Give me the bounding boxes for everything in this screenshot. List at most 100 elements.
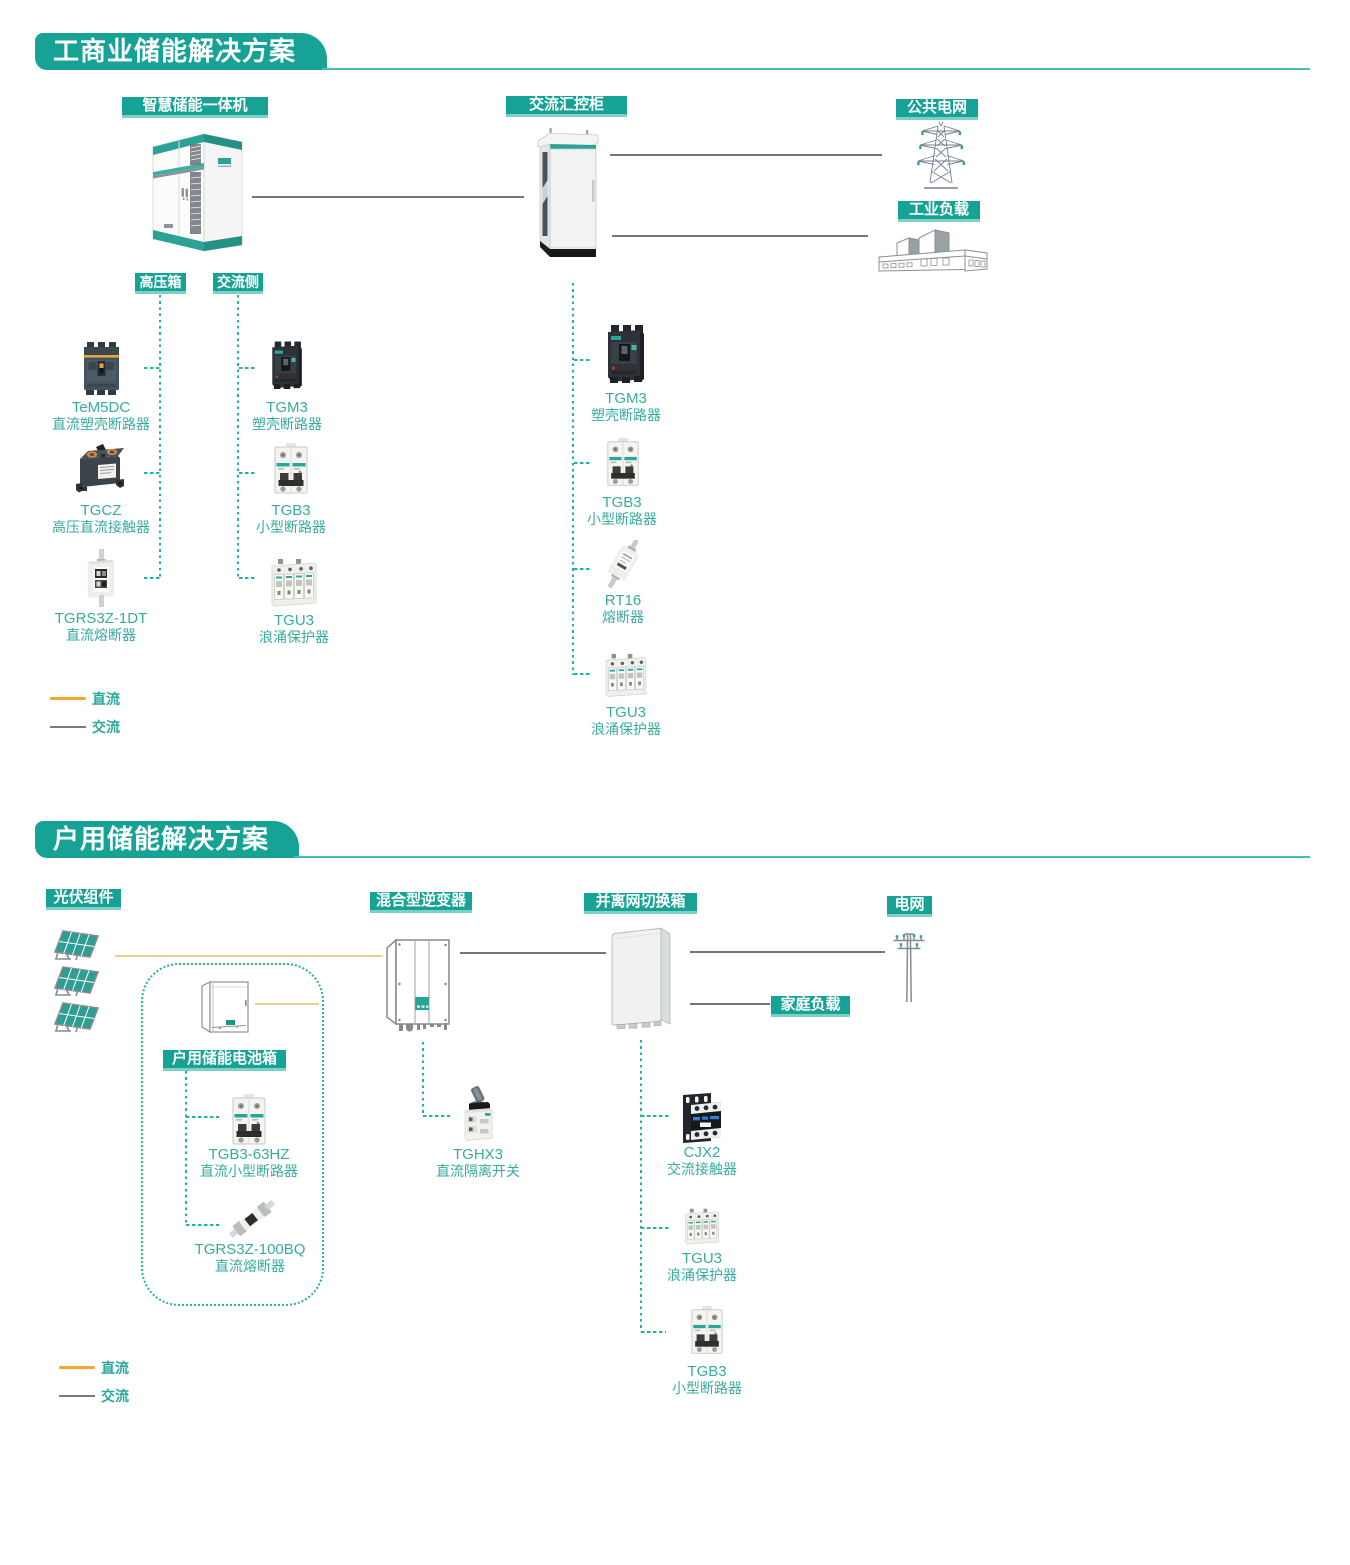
stub-tgrs3z-1dt [144, 577, 160, 579]
label-inverter: 混合型逆变器 [370, 892, 472, 913]
product-image-tgu3-b [270, 558, 318, 611]
label-pv: 光伏组件 [46, 889, 121, 910]
dotted-line-ac-side [237, 295, 239, 579]
legend-dc-label: 直流 [101, 1360, 129, 1376]
line-accabinet-to-load [612, 235, 868, 237]
product-image-rt16 [608, 540, 638, 589]
product-image-tgu3-f [683, 1208, 721, 1248]
switch-box-image [609, 926, 673, 1032]
section2-banner-rule [294, 856, 1310, 858]
stub-tgb3-f [641, 1331, 666, 1333]
product-image-tgb3-b [272, 442, 310, 499]
product-name: TGRS3Z-100BQ [194, 1241, 306, 1258]
label-industrial-load: 工业负载 [898, 201, 980, 222]
line-ess-to-accabinet [252, 196, 524, 198]
product-desc: 浪涌保护器 [259, 629, 329, 645]
product-image-tgu3-c [602, 653, 650, 701]
utility-pole-icon [892, 929, 926, 1004]
ac-cabinet-image [537, 128, 600, 259]
product-image-cjx2 [681, 1091, 723, 1143]
dotted-line-inverter [422, 1042, 424, 1116]
product-image-tem5dc [81, 342, 121, 395]
stub-tghx3 [423, 1115, 450, 1117]
label-ac-cabinet: 交流汇控柜 [506, 96, 627, 117]
stub-cjx2 [641, 1115, 670, 1117]
product-desc: 直流熔断器 [215, 1258, 285, 1274]
product-desc: 浪涌保护器 [591, 721, 661, 737]
product-image-tgm3-b [269, 339, 305, 394]
solar-panel-icon [52, 930, 102, 962]
solar-panel-icon [52, 966, 102, 998]
factory-building-icon [877, 226, 989, 273]
line-accabinet-to-grid [610, 154, 882, 156]
label-ac-side: 交流侧 [213, 273, 263, 294]
product-name: TGRS3Z-1DT [54, 610, 148, 627]
line-pv-to-inverter [115, 955, 382, 957]
product-name: TGU3 [605, 704, 646, 721]
product-name: TGB3 [687, 1363, 727, 1380]
inverter-image [385, 936, 453, 1032]
product-name: TGB3-63HZ [208, 1146, 290, 1163]
product-desc: 直流隔离开关 [436, 1163, 520, 1179]
product-name: TGM3 [266, 399, 308, 416]
product-name: TGB3 [602, 494, 642, 511]
product-name: TGCZ [80, 502, 122, 519]
solar-panel-icon [52, 1002, 102, 1034]
legend-dc-line [59, 1366, 95, 1369]
transmission-tower-icon [916, 121, 966, 191]
line-battery-to-inverter [255, 1003, 319, 1005]
dotted-line-hv-box [159, 295, 161, 579]
product-name: TeM5DC [71, 399, 131, 416]
dotted-line-battery [185, 1071, 187, 1225]
product-image-tgb3-f [689, 1303, 725, 1361]
legend-ac-line [50, 726, 86, 728]
product-desc: 高压直流接触器 [52, 519, 150, 535]
stub-tgcz [144, 472, 160, 474]
label-switch-box: 并离网切换箱 [584, 893, 697, 914]
stub-tgb3-b [239, 472, 255, 474]
product-image-tghx3 [461, 1086, 497, 1146]
product-image-tgcz [75, 444, 127, 495]
product-image-tgrs3z-1dt [84, 549, 118, 607]
legend-dc-line [50, 697, 86, 700]
product-desc: 直流塑壳断路器 [52, 416, 150, 432]
product-image-tgb3-c [605, 437, 641, 491]
stub-tgu3-c [574, 673, 591, 675]
label-grid: 电网 [887, 896, 932, 917]
product-desc: 交流接触器 [667, 1161, 737, 1177]
section2-banner: 户用储能解决方案 [35, 821, 299, 858]
stub-tgu3-f [641, 1227, 670, 1229]
section1-banner-rule [322, 68, 1310, 70]
product-name: TGHX3 [452, 1146, 503, 1163]
product-name: TGU3 [273, 612, 314, 629]
product-name: RT16 [604, 592, 642, 609]
product-desc: 塑壳断路器 [591, 407, 661, 423]
label-battery-box: 户用储能电池箱 [163, 1050, 286, 1071]
line-switch-to-grid [690, 951, 885, 953]
product-desc: 塑壳断路器 [252, 416, 322, 432]
product-name: CJX2 [683, 1144, 721, 1161]
product-image-tgb3-63hz [230, 1093, 268, 1150]
stub-tgb3-63hz [186, 1116, 219, 1118]
product-name: TGU3 [681, 1250, 722, 1267]
product-name: TGM3 [605, 390, 647, 407]
product-desc: 小型断路器 [256, 519, 326, 535]
section1-banner: 工商业储能解决方案 [35, 33, 327, 70]
line-switch-to-homeload [690, 1003, 770, 1005]
battery-group-box [141, 963, 324, 1306]
dotted-line-ac-cabinet [572, 283, 574, 675]
legend-ac-label: 交流 [101, 1388, 129, 1404]
stub-tgb3-c [574, 462, 591, 464]
stub-tgm3-c [574, 359, 591, 361]
stub-rt16 [574, 568, 591, 570]
label-public-grid: 公共电网 [896, 99, 978, 120]
stub-tgrs3z-100bq [186, 1224, 219, 1226]
label-hv-box: 高压箱 [135, 273, 186, 294]
product-name: TGB3 [271, 502, 311, 519]
label-ess: 智慧储能一体机 [122, 97, 268, 118]
legend-dc-label: 直流 [92, 691, 120, 707]
product-desc: 浪涌保护器 [667, 1267, 737, 1283]
ess-cabinet-image [152, 132, 244, 254]
legend-ac-line [59, 1395, 95, 1397]
